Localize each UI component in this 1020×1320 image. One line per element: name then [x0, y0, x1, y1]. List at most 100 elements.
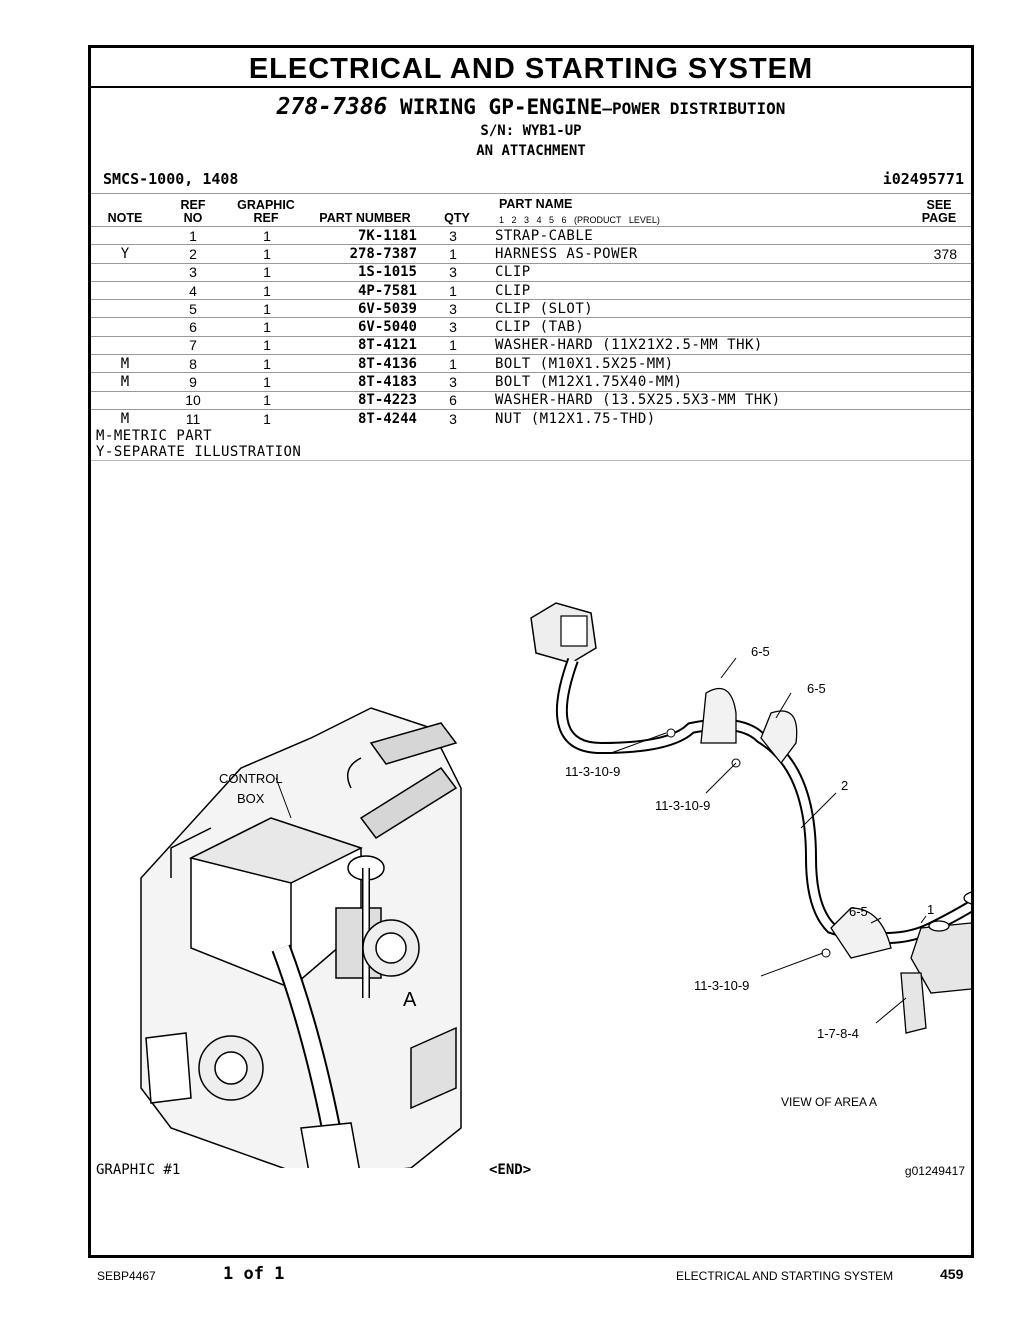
cell-part: 8T-4121: [307, 335, 423, 355]
cell-see: [897, 390, 971, 410]
cell-graphic: 1: [227, 317, 307, 337]
label-control-box-2: BOX: [237, 791, 265, 806]
cell-graphic: 1: [227, 372, 307, 392]
cell-ref: 4: [159, 280, 227, 300]
footer-page-of: 1 of 1: [223, 1264, 285, 1284]
cell-part: 6V-5040: [307, 317, 423, 337]
col-graphic-bottom: REF: [253, 211, 279, 225]
col-ref-bottom: NO: [183, 211, 203, 225]
cell-ref: 6: [159, 317, 227, 337]
cell-qty: 1: [423, 244, 483, 264]
label-view-of-area-a: VIEW OF AREA A: [781, 1095, 877, 1109]
cell-name: STRAP-CABLE: [483, 225, 897, 245]
cell-name: WASHER-HARD (11X21X2.5-MM THK): [483, 335, 897, 355]
notes-divider: [91, 460, 971, 461]
cell-ref: 2: [159, 244, 227, 264]
cell-graphic: 1: [227, 354, 307, 373]
label-area-a: A: [403, 989, 417, 1011]
cell-qty: 3: [423, 317, 483, 337]
cell-see: [897, 354, 971, 373]
cell-qty: 3: [423, 299, 483, 318]
group-suffix: —POWER DISTRIBUTION: [602, 99, 786, 118]
cell-note: [91, 317, 159, 337]
label-6-5-a: 6-5: [751, 644, 770, 659]
cell-see: [897, 408, 971, 428]
label-6-5-b: 6-5: [807, 681, 826, 696]
cell-name: CLIP: [483, 280, 897, 300]
cell-see: [897, 225, 971, 245]
col-ref-top: REF: [180, 198, 206, 212]
col-part-number: PART NUMBER: [319, 211, 411, 225]
graphic-number: GRAPHIC #1: [96, 1162, 181, 1178]
cell-note: [91, 390, 159, 410]
label-6-5-c: 6-5: [849, 904, 868, 919]
cell-note: [91, 262, 159, 282]
col-qty: QTY: [444, 211, 470, 225]
column-header: NOTE REF NO GRAPHIC REF PART NUMBER QTY …: [91, 193, 971, 227]
engine-drawing: [140, 707, 462, 1168]
cell-graphic: 1: [227, 408, 307, 428]
cell-qty: 1: [423, 354, 483, 373]
cell-name: HARNESS AS-POWER: [483, 244, 897, 264]
cell-graphic: 1: [227, 225, 307, 245]
col-graphic-top: GRAPHIC: [237, 198, 295, 212]
group-title: 278-7386 WIRING GP-ENGINE—POWER DISTRIBU…: [91, 94, 971, 120]
cell-note: Y: [91, 244, 159, 264]
col-part-name: PART NAME: [499, 197, 573, 211]
cell-ref: 11: [159, 408, 227, 428]
cell-part: 8T-4183: [307, 372, 423, 392]
cell-ref: 1: [159, 225, 227, 245]
cell-note: [91, 299, 159, 318]
cell-part: 8T-4223: [307, 390, 423, 410]
cell-part: 7K-1181: [307, 225, 423, 245]
cell-part: 8T-4136: [307, 354, 423, 373]
label-2: 2: [841, 778, 848, 793]
cell-ref: 9: [159, 372, 227, 392]
cell-name: WASHER-HARD (13.5X25.5X3-MM THK): [483, 390, 897, 410]
cell-graphic: 1: [227, 299, 307, 318]
cell-note: [91, 335, 159, 355]
cell-qty: 6: [423, 390, 483, 410]
graphic-id: g01249417: [904, 1164, 965, 1178]
footer-document-number: SEBP4467: [97, 1269, 156, 1283]
cell-qty: 3: [423, 372, 483, 392]
harness-drawing: [530, 602, 971, 1034]
cell-ref: 10: [159, 390, 227, 410]
cell-part: 1S-1015: [307, 262, 423, 282]
cell-graphic: 1: [227, 244, 307, 264]
label-1-7-8-4: 1-7-8-4: [817, 1026, 859, 1041]
leader-lines: [275, 657, 927, 1024]
cell-see: 378: [897, 244, 971, 264]
cell-qty: 3: [423, 225, 483, 245]
cell-name: CLIP (TAB): [483, 317, 897, 337]
group-part-number: 278-7386: [276, 94, 388, 120]
document-id: i02495771: [882, 170, 964, 188]
col-note: NOTE: [107, 211, 143, 225]
cell-graphic: 1: [227, 335, 307, 355]
cell-qty: 3: [423, 408, 483, 428]
label-11-3-10-9-b: 11-3-10-9: [655, 798, 710, 813]
cell-note: [91, 225, 159, 245]
parts-illustration: CONTROL BOX A 6-5 6-5 6-5 11-3-10-9 11-3…: [140, 602, 971, 1168]
page-frame: ELECTRICAL AND STARTING SYSTEM 278-7386 …: [88, 45, 974, 1258]
group-name: WIRING GP-ENGINE: [400, 95, 603, 119]
cell-name: CLIP (SLOT): [483, 299, 897, 318]
cell-graphic: 1: [227, 390, 307, 410]
col-product-levels: 1 2 3 4 5 6 (PRODUCT LEVEL): [499, 215, 660, 225]
attachment-label: AN ATTACHMENT: [476, 143, 586, 159]
cell-see: [897, 317, 971, 337]
cell-name: BOLT (M10X1.5X25-MM): [483, 354, 897, 373]
cell-see: [897, 280, 971, 300]
notes-legend: M-METRIC PART Y-SEPARATE ILLUSTRATION: [96, 428, 301, 460]
label-11-3-10-9-c: 11-3-10-9: [694, 978, 749, 993]
label-11-3-10-9-a: 11-3-10-9: [565, 764, 620, 779]
cell-qty: 1: [423, 335, 483, 355]
